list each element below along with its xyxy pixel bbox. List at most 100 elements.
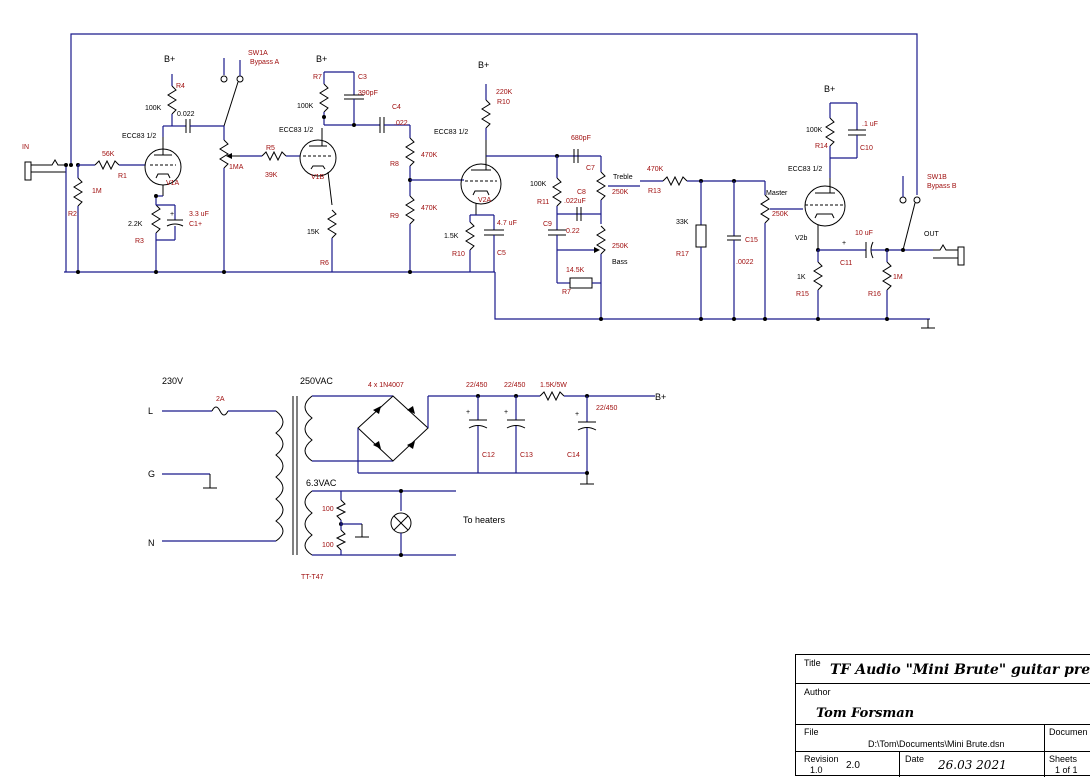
sw1a-ref: SW1A (248, 50, 268, 57)
c13-ref: C13 (520, 452, 533, 459)
c4-value: .022 (394, 120, 408, 127)
r14-ref: R14 (815, 143, 828, 150)
r4-resistor (167, 85, 177, 115)
dropping-resistor-value: 1.5K/5W (540, 382, 567, 389)
pot-1ma-ref: 1MA (229, 164, 244, 171)
heater-r2-value: 100 (322, 542, 334, 549)
r9-value: 470K (421, 205, 438, 212)
author-text: Tom Forsman (816, 706, 915, 721)
c10-value: .1 uF (862, 121, 878, 128)
r14-value: 100K (806, 127, 823, 134)
to-heaters-label: To heaters (463, 515, 506, 525)
r7-resistor (319, 83, 329, 113)
c7-ref: C7 (586, 165, 595, 172)
r7-tone-value: 14.5K (566, 267, 585, 274)
c5-value: 4.7 uF (497, 220, 517, 227)
svg-text:+: + (466, 409, 470, 416)
svg-text:+: + (170, 211, 174, 218)
title-row: Title TF Audio "Mini Brute" guitar pream… (796, 655, 1090, 684)
tube-v1b (299, 128, 337, 206)
transformer-hv-secondary (304, 395, 313, 462)
dropping-resistor (539, 390, 565, 402)
sw1b-desc: Bypass B (927, 183, 957, 190)
pot-1ma (219, 139, 229, 169)
svg-text:+: + (504, 409, 508, 416)
r16-ref: R16 (868, 291, 881, 298)
neutral-label: N (148, 538, 155, 548)
psu-b-plus-label: B+ (655, 392, 666, 402)
revision-label: Revision (804, 754, 839, 764)
c11-value: 10 uF (855, 230, 873, 237)
c14-ref: C14 (567, 452, 580, 459)
c-coupling-1-value: 0.022 (177, 111, 195, 118)
r8-resistor (405, 137, 415, 167)
r6-resistor (327, 209, 337, 239)
r2-resistor (73, 177, 83, 207)
svg-text:+: + (575, 411, 579, 418)
treble-pot (596, 171, 606, 201)
r3-resistor (151, 204, 161, 234)
r2-value: 1M (92, 188, 102, 195)
preamp-section: IN R2 1M 56K R1 ECC83 1/2 V1A B+ R4 (22, 33, 965, 329)
v1b-ref: V1B (311, 174, 325, 181)
c12-value: 22/450 (466, 382, 488, 389)
r4-ref: R4 (176, 83, 185, 90)
title-text: TF Audio "Mini Brute" guitar preamp (830, 662, 1090, 678)
r8-ref: R8 (390, 161, 399, 168)
sw1b-switch (902, 202, 916, 251)
c5-ref: C5 (497, 250, 506, 257)
v1a-ref: V1A (166, 180, 180, 187)
c1-value: 3.3 uF (189, 211, 209, 218)
r5-resistor (261, 150, 287, 162)
r16-value: 1M (893, 274, 903, 281)
b-plus-label-2: B+ (316, 54, 327, 64)
r2-ref: R2 (68, 211, 77, 218)
c14-value: 22/450 (596, 405, 618, 412)
r10-plate-resistor (481, 99, 491, 129)
bass-value: 250K (612, 243, 629, 250)
sw1a-desc: Bypass A (250, 59, 280, 66)
r16-resistor (882, 261, 892, 291)
ground-label: G (148, 469, 155, 479)
tube-v2b (804, 178, 846, 250)
c4-ref: C4 (392, 104, 401, 111)
svg-text:+: + (842, 240, 846, 247)
treble-label: Treble (613, 174, 633, 181)
r3-value: 2.2K (128, 221, 143, 228)
r17-ref: R17 (676, 251, 689, 258)
sw1b-ref: SW1B (927, 174, 947, 181)
ground-bus-2 (494, 272, 930, 320)
r1-value: 56K (102, 151, 115, 158)
v1a-type: ECC83 1/2 (122, 133, 156, 140)
master-label: Master (766, 190, 788, 197)
bass-label: Bass (612, 259, 628, 266)
c15-ref: C15 (745, 237, 758, 244)
r17-resistor (695, 224, 707, 248)
author-label: Author (804, 687, 831, 697)
r7-value: 100K (297, 103, 314, 110)
sw1a-switch (223, 81, 239, 127)
heater-voltage-label: 6.3VAC (306, 478, 337, 488)
heater-r1-value: 100 (322, 506, 334, 513)
master-pot (760, 194, 770, 224)
r13-resistor (662, 175, 688, 187)
date-value: 26.03 2021 (938, 758, 1007, 772)
b-plus-label-4: B+ (824, 84, 835, 94)
revision-row: Revision 1.0 2.0 Date 26.03 2021 Sheets … (796, 752, 1090, 777)
hv-voltage-label: 250VAC (300, 376, 333, 386)
sheets-label: Sheets (1049, 754, 1078, 764)
r15-value: 1K (797, 274, 806, 281)
sheets-value: 1 of 1 (1055, 765, 1078, 775)
c7-value: 680pF (571, 135, 591, 142)
tube-v1a (144, 137, 182, 196)
transformer-ref: TT-T47 (301, 574, 324, 581)
transformer-primary (275, 410, 284, 542)
author-row: Author Tom Forsman (796, 684, 1090, 725)
r9-resistor (405, 195, 415, 225)
transformer-heater-secondary (304, 490, 313, 556)
file-label: File (804, 727, 819, 737)
v2a-ref: V2A (478, 197, 492, 204)
ground-symbol (921, 319, 935, 329)
date-label: Date (905, 754, 925, 764)
title-block: Title TF Audio "Mini Brute" guitar pream… (795, 654, 1090, 777)
